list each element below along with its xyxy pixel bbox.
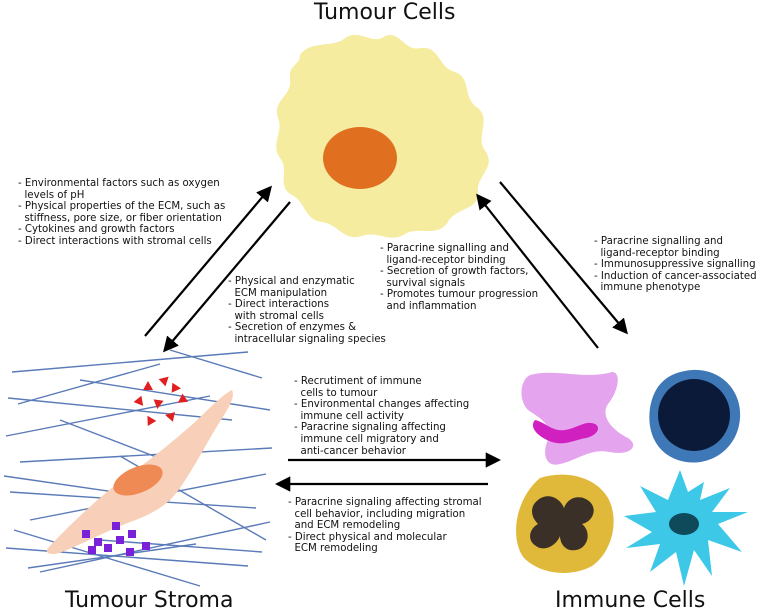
note-line: - Environmental changes affecting [294,399,470,411]
note-line: - Cytokines and growth factors [18,224,175,236]
purple-particle [112,522,120,530]
note-line: and ECM remodeling [288,520,401,532]
arrow-stroma-to-tumour [144,185,272,337]
note-line: immune phenotype [594,282,701,294]
purple-particle [82,530,90,538]
title-tumour-stroma: Tumour Stroma [65,588,234,613]
neutrophil-nucleus [530,496,594,551]
ecm-fiber [79,379,271,411]
ecm-fiber [7,397,233,421]
tumour-cell-icon [276,34,489,238]
note-line: - Physical properties of the ECM, such a… [18,201,226,213]
note-line: ECM manipulation [228,287,328,299]
ecm-fiber [11,351,249,373]
purple-particle [128,530,136,538]
red-particle [171,382,181,393]
ecm-fiber [19,447,273,463]
lymphocyte-icon [649,369,741,463]
arrow-immune-to-tumour [476,193,599,349]
arrow-tumour-to-immune [499,181,628,335]
note-tumour-to-immune: - Paracrine signalling and ligand-recept… [594,236,757,294]
red-particle [165,411,175,422]
red-particles [133,376,189,427]
note-line: - Secretion of growth factors, [380,266,529,278]
note-line: with stromal cells [228,310,324,322]
purple-particle [88,546,96,554]
note-tumour-to-stroma: - Physical and enzymatic ECM manipulatio… [228,276,386,346]
ecm-fiber [39,521,271,573]
note-line: immune cell migratory and [294,433,439,445]
purple-particle [142,542,150,550]
note-line: survival signals [380,277,466,289]
note-line: - Physical and enzymatic [228,276,355,287]
purple-particle [116,536,124,544]
fibroblast-icon [3,349,273,587]
note-line: - Paracrine signaling affecting stromal [288,497,482,508]
note-line: - Environmental factors such as oxygen [18,178,220,189]
note-stroma-to-immune: - Recrutiment of immune cells to tumour-… [294,376,469,457]
ecm-fiber [169,349,263,379]
note-line: - Direct interactions [228,299,330,311]
purple-particles [82,522,150,556]
note-line: levels of pH [18,189,85,201]
note-line: - Paracrine signaling affecting [294,422,446,434]
note-immune-to-stroma: - Paracrine signaling affecting stromal … [288,497,482,555]
note-line: anti-cancer behavior [294,445,406,457]
title-tumour-cells: Tumour Cells [314,0,456,25]
fibroblast-nucleus [113,464,163,496]
macrophage-icon [521,372,634,465]
note-line: - Paracrine signalling and [380,243,509,254]
dendritic-cell-nucleus [669,513,699,535]
note-line: - Secretion of enzymes & [228,322,357,334]
ecm-fiber [27,543,197,569]
note-line: - Induction of cancer-associated [594,270,757,282]
red-particle [158,376,169,387]
ecm-fiber [17,363,161,405]
note-immune-to-tumour: - Paracrine signalling and ligand-recept… [380,243,538,313]
note-line: ECM remodeling [288,543,378,555]
purple-particle [104,544,112,552]
title-immune-cells: Immune Cells [555,588,706,613]
note-line: stiffness, pore size, or fiber orientati… [18,212,222,224]
note-line: ligand-receptor binding [594,247,720,259]
note-line: - Direct interactions with stromal cells [18,235,212,247]
purple-particle [94,538,102,546]
macrophage-body [521,372,634,465]
note-line: ligand-receptor binding [380,254,506,266]
note-line: - Promotes tumour progression [380,289,539,301]
note-line: intracellular signaling species [228,333,386,345]
dendritic-cell-icon [624,470,748,586]
red-particle [177,393,189,403]
note-line: cells to tumour [294,387,378,399]
red-particle [133,395,144,406]
note-stroma-to-tumour: - Environmental factors such as oxygen l… [18,178,225,248]
arrow-tumour-to-stroma [163,201,291,353]
note-line: - Direct physical and molecular [288,531,447,543]
lymphocyte-nucleus [658,379,730,451]
ecm-fiber [5,547,249,567]
note-line: and inflammation [380,300,477,312]
tumour-cell-nucleus [323,127,397,189]
interaction-arrows [144,181,628,492]
note-line: - Recrutiment of immune [294,376,422,387]
red-particle [143,381,153,390]
neutrophil-icon [516,474,614,573]
red-particle [153,399,164,409]
ecm-fiber [13,529,201,587]
purple-particle [126,548,134,556]
note-line: immune cell activity [294,410,404,422]
note-line: cell behavior, including migration [288,508,466,520]
note-line: - Immunosuppressive signalling [594,259,756,271]
macrophage-nucleus [532,420,599,444]
red-particle [147,415,157,427]
ecm-fiber [5,395,211,437]
note-line: - Paracrine signalling and [594,236,723,247]
